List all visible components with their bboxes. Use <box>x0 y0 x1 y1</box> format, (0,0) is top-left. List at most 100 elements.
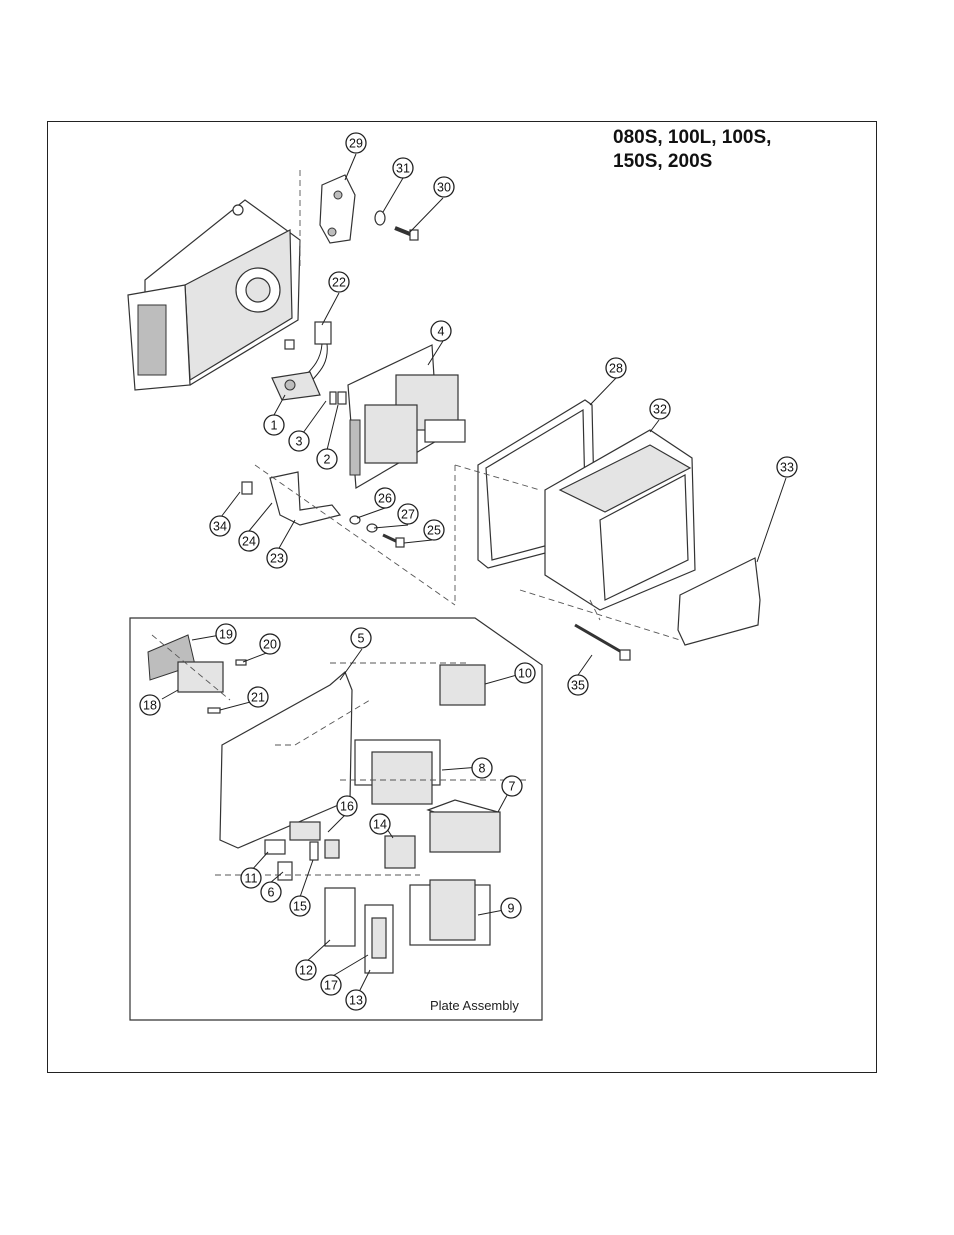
callout-21: 21 <box>247 686 269 708</box>
screw-part-2 <box>337 391 347 405</box>
bracket-part-16 <box>289 821 321 841</box>
callout-label-6: 6 <box>268 886 275 900</box>
callout-label-5: 5 <box>358 632 365 646</box>
callout-33: 33 <box>776 456 798 478</box>
callout-5: 5 <box>350 627 372 649</box>
callout-label-17: 17 <box>324 979 338 993</box>
callout-label-21: 21 <box>251 691 265 705</box>
housing-part <box>127 199 301 391</box>
callout-label-14: 14 <box>373 818 387 832</box>
callout-6: 6 <box>260 881 282 903</box>
callout-18: 18 <box>139 694 161 716</box>
screw-part-34 <box>241 481 253 495</box>
callout-label-22: 22 <box>332 276 346 290</box>
callout-label-16: 16 <box>340 800 354 814</box>
screw-part-21 <box>207 707 221 714</box>
callout-16: 16 <box>336 795 358 817</box>
contactor-part-9 <box>409 879 491 946</box>
callout-14: 14 <box>369 813 391 835</box>
callout-label-24: 24 <box>242 535 256 549</box>
callout-29: 29 <box>345 132 367 154</box>
contactor-part-8 <box>354 739 441 805</box>
callout-label-10: 10 <box>518 667 532 681</box>
callout-label-3: 3 <box>296 435 303 449</box>
washer-part-31 <box>374 210 386 226</box>
overload-part-10 <box>439 664 486 706</box>
callout-22: 22 <box>328 271 350 293</box>
callout-34: 34 <box>209 515 231 537</box>
plate-part-5 <box>219 670 353 849</box>
model-list-title: 080S, 100L, 100S, 150S, 200S <box>613 126 771 174</box>
callout-label-34: 34 <box>213 520 227 534</box>
diagram-frame <box>47 121 877 1073</box>
callout-label-30: 30 <box>437 181 451 195</box>
callout-label-2: 2 <box>324 453 331 467</box>
callout-15: 15 <box>289 895 311 917</box>
callout-label-31: 31 <box>396 162 410 176</box>
callout-label-19: 19 <box>219 628 233 642</box>
callout-4: 4 <box>430 320 452 342</box>
callout-12: 12 <box>295 959 317 981</box>
callout-24: 24 <box>238 530 260 552</box>
fuse-part-15 <box>309 841 319 861</box>
callout-26: 26 <box>374 487 396 509</box>
fuse-part-11 <box>264 839 286 855</box>
fuse-holder-part-6 <box>277 861 293 881</box>
callout-label-7: 7 <box>509 780 516 794</box>
callout-9: 9 <box>500 897 522 919</box>
plate-assembly-caption: Plate Assembly <box>430 998 519 1013</box>
callout-1: 1 <box>263 414 285 436</box>
callout-label-29: 29 <box>349 137 363 151</box>
callout-label-1: 1 <box>271 419 278 433</box>
callout-13: 13 <box>345 989 367 1011</box>
callout-label-33: 33 <box>780 461 794 475</box>
callout-label-18: 18 <box>143 699 157 713</box>
callout-19: 19 <box>215 623 237 645</box>
screw-part-30 <box>394 226 419 241</box>
callout-label-4: 4 <box>438 325 445 339</box>
cover-part-12 <box>324 887 356 947</box>
callout-label-13: 13 <box>349 994 363 1008</box>
board-part-17 <box>371 917 387 959</box>
callout-20: 20 <box>259 633 281 655</box>
callout-label-12: 12 <box>299 964 313 978</box>
callout-17: 17 <box>320 974 342 996</box>
clip-part-16b <box>324 839 340 859</box>
bolt-part-35 <box>574 623 631 661</box>
callout-25: 25 <box>423 519 445 541</box>
callout-11: 11 <box>240 867 262 889</box>
callout-2: 2 <box>316 448 338 470</box>
relay-part-14 <box>384 835 416 869</box>
callout-35: 35 <box>567 674 589 696</box>
callout-31: 31 <box>392 157 414 179</box>
callout-label-9: 9 <box>508 902 515 916</box>
cover-part-32 <box>544 429 696 611</box>
callout-label-11: 11 <box>245 872 258 886</box>
model-line-2: 150S, 200S <box>613 151 713 172</box>
screw-part-25 <box>382 533 405 548</box>
callout-label-20: 20 <box>263 638 277 652</box>
callout-32: 32 <box>649 398 671 420</box>
screw-part-3 <box>329 391 337 405</box>
callout-7: 7 <box>501 775 523 797</box>
window-part-33 <box>677 557 761 646</box>
contactor-part-4 <box>347 344 466 490</box>
connector-part-22 <box>284 321 332 393</box>
callout-30: 30 <box>433 176 455 198</box>
callout-23: 23 <box>266 547 288 569</box>
callout-label-35: 35 <box>571 679 585 693</box>
switch-part-1 <box>271 371 321 401</box>
callout-28: 28 <box>605 357 627 379</box>
callout-3: 3 <box>288 430 310 452</box>
callout-label-25: 25 <box>427 524 441 538</box>
callout-label-27: 27 <box>401 508 415 522</box>
callout-layer: 1234567891011121314151617181920212223242… <box>139 132 798 1011</box>
callout-label-8: 8 <box>479 762 486 776</box>
callout-label-26: 26 <box>378 492 392 506</box>
callout-label-28: 28 <box>609 362 623 376</box>
callout-label-32: 32 <box>653 403 667 417</box>
transformer-part-7 <box>426 799 501 853</box>
screw-part-20 <box>235 659 247 666</box>
